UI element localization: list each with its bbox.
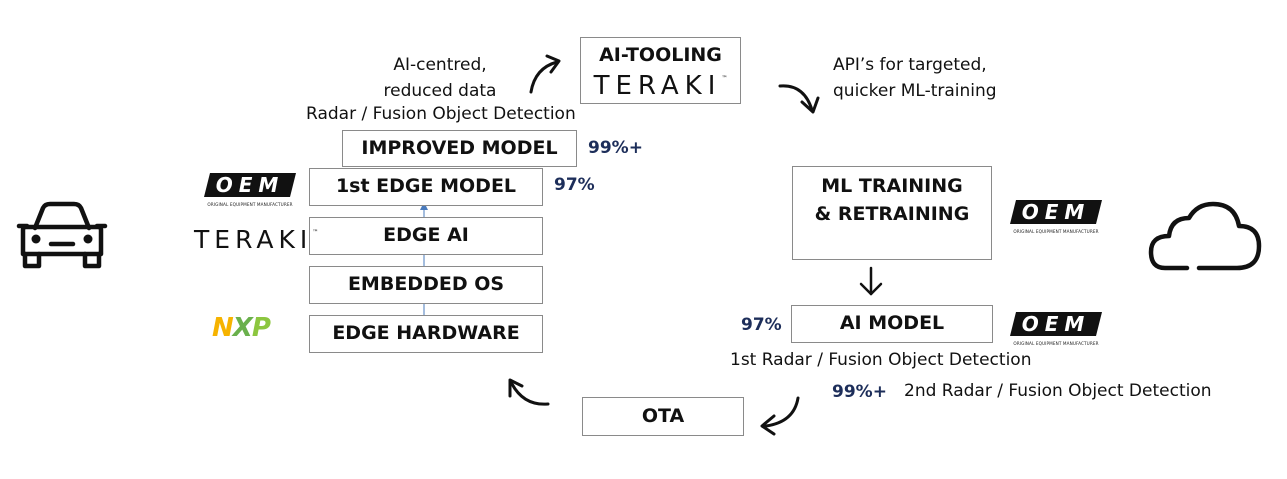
improved-percent: 99%+	[588, 138, 643, 158]
svg-text:OEM: OEM	[1022, 200, 1091, 224]
improved-model-label: IMPROVED MODEL	[361, 136, 558, 159]
edge-hardware-label: EDGE HARDWARE	[332, 322, 520, 345]
apis-line1: API’s for targeted,	[833, 55, 987, 75]
svg-text:OEM: OEM	[1022, 312, 1091, 336]
edge-model-percent: 97%	[554, 175, 595, 195]
oem-logo-mark: OEM	[204, 173, 296, 197]
curved-arrow-icon	[529, 54, 561, 94]
ai-model-percent: 97%	[741, 315, 782, 335]
apis-line2: quicker ML-training	[833, 81, 997, 101]
curved-arrow-icon	[778, 84, 820, 114]
ai-model-box: AI MODEL	[791, 305, 993, 343]
oem-logo-mark: OEM	[1010, 200, 1102, 224]
ai-tooling-label: AI-TOOLING	[599, 44, 722, 66]
ml-training-line2: & RETRAINING	[814, 202, 970, 225]
first-edge-model-box: 1st EDGE MODEL	[309, 168, 543, 206]
cloud-icon	[1148, 201, 1262, 271]
edge-ai-label: EDGE AI	[383, 224, 469, 247]
teraki-logo: TERAKI™	[593, 70, 728, 101]
teraki-logo: TERAKI™	[194, 225, 319, 254]
oem-logo: OEM ORIGINAL EQUIPMENT MANUFACTURER	[1010, 200, 1102, 234]
edge-hardware-box: EDGE HARDWARE	[309, 315, 543, 353]
second-radar-percent: 99%+	[832, 382, 887, 402]
oem-subtitle: ORIGINAL EQUIPMENT MANUFACTURER	[207, 202, 293, 207]
ml-training-line1: ML TRAINING	[821, 175, 963, 197]
first-radar-label: 1st Radar / Fusion Object Detection	[730, 350, 1032, 370]
embedded-os-label: EMBEDDED OS	[347, 273, 505, 296]
ai-model-label: AI MODEL	[839, 312, 945, 335]
oem-logo-mark: OEM	[1010, 312, 1102, 336]
improved-model-box: IMPROVED MODEL	[342, 130, 577, 167]
second-radar-label: 2nd Radar / Fusion Object Detection	[904, 381, 1212, 401]
oem-subtitle: ORIGINAL EQUIPMENT MANUFACTURER	[1013, 229, 1099, 234]
ml-training-box: ML TRAINING & RETRAINING	[792, 166, 992, 260]
radar-fusion-label: Radar / Fusion Object Detection	[306, 104, 576, 124]
curved-arrow-icon	[508, 378, 550, 406]
down-arrow-icon	[859, 266, 883, 296]
ai-centred-line2: reduced data	[383, 81, 497, 101]
oem-logo: OEM ORIGINAL EQUIPMENT MANUFACTURER	[1010, 312, 1102, 346]
curved-arrow-icon	[760, 396, 800, 436]
ota-box: OTA	[582, 397, 744, 436]
ai-centred-label: AI-centred, reduced data	[380, 52, 500, 104]
apis-label: API’s for targeted, quicker ML-training	[833, 52, 997, 104]
ai-tooling-box: AI-TOOLING TERAKI™	[580, 37, 741, 104]
first-edge-model-label: 1st EDGE MODEL	[335, 175, 517, 198]
edge-ai-box: EDGE AI	[309, 217, 543, 255]
nxp-logo: NXP	[212, 313, 271, 343]
embedded-os-box: EMBEDDED OS	[309, 266, 543, 304]
ai-centred-line1: AI-centred,	[393, 55, 487, 75]
oem-subtitle: ORIGINAL EQUIPMENT MANUFACTURER	[1013, 341, 1099, 346]
svg-text:OEM: OEM	[216, 173, 285, 197]
ota-label: OTA	[641, 404, 685, 427]
oem-logo: OEM ORIGINAL EQUIPMENT MANUFACTURER	[204, 173, 296, 207]
car-icon	[16, 201, 108, 269]
